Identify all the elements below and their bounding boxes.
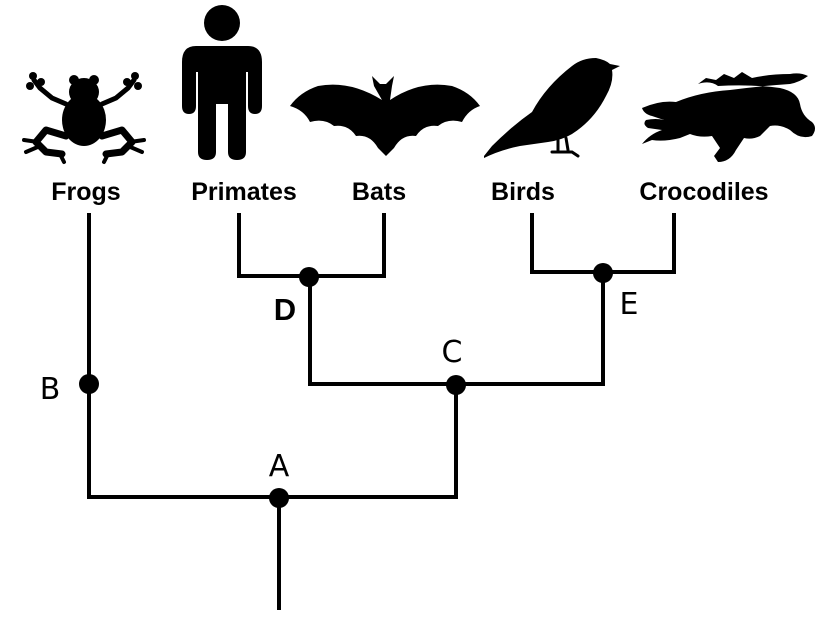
node-dot-e xyxy=(593,263,613,283)
node-dot-c xyxy=(446,375,466,395)
frog-icon xyxy=(22,72,146,164)
taxon-label-crocodiles: Crocodiles xyxy=(639,178,768,206)
taxon-label-birds: Birds xyxy=(491,178,555,206)
crocodile-icon xyxy=(642,72,815,162)
taxon-label-frogs: Frogs xyxy=(51,178,120,206)
bird-icon xyxy=(484,58,620,158)
node-dot-b xyxy=(79,374,99,394)
human-icon xyxy=(182,5,262,160)
node-dot-a xyxy=(269,488,289,508)
taxon-label-bats: Bats xyxy=(352,178,406,206)
taxon-label-primates: Primates xyxy=(191,178,297,206)
bat-icon xyxy=(290,76,480,156)
cladogram-branches xyxy=(87,213,676,610)
node-label-b: B xyxy=(40,372,61,407)
node-label-c: C xyxy=(442,335,463,370)
node-dot-d xyxy=(299,267,319,287)
node-label-e: E xyxy=(620,287,639,322)
node-label-d: D xyxy=(274,292,296,327)
node-label-a: A xyxy=(269,449,290,484)
